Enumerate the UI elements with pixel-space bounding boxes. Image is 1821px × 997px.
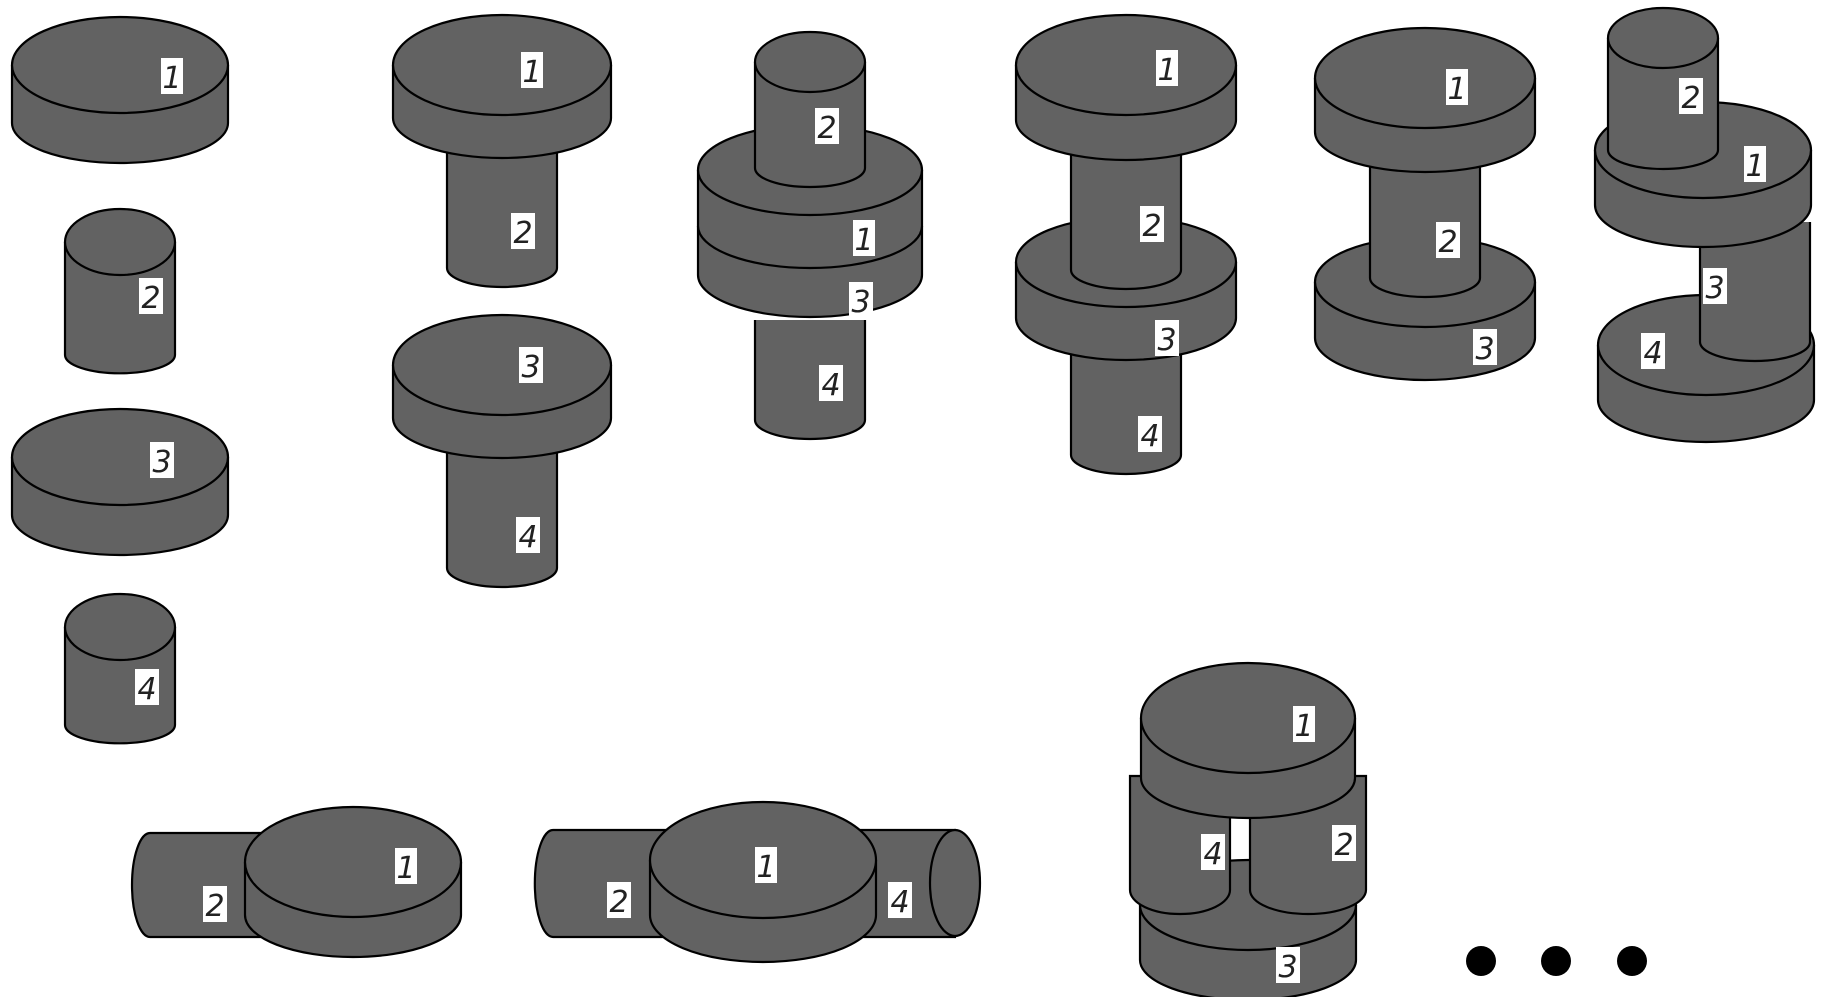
- ellipsis-dot-3: [1617, 946, 1647, 976]
- tag-col6-3: 3: [1703, 268, 1727, 306]
- part-label: 1: [854, 223, 873, 258]
- tag-col3-3: 3: [849, 282, 873, 320]
- tag-col4-2: 2: [1140, 206, 1164, 244]
- part-label: 4: [1140, 419, 1159, 454]
- separate-part-1: [12, 17, 228, 163]
- part-label: 1: [396, 851, 415, 886]
- tag-horiz2-2: 2: [607, 882, 631, 920]
- tag-horiz1-2: 2: [203, 886, 227, 924]
- ellipsis-dots: [1466, 946, 1647, 976]
- assembly-stack-1-2-3-4: [1016, 15, 1236, 474]
- tag-horiz1-1: 1: [395, 848, 417, 886]
- part-label: 2: [141, 281, 160, 316]
- tag-cluster-2: 2: [1332, 825, 1356, 863]
- part-label: 4: [890, 885, 909, 920]
- part-label: 4: [1643, 336, 1662, 371]
- tag-col6-1: 1: [1744, 146, 1766, 184]
- tag-col5-1: 1: [1446, 69, 1468, 107]
- tag-col1-1: 1: [161, 58, 183, 96]
- tag-col3-2: 2: [815, 108, 839, 146]
- part-label: 2: [609, 885, 628, 920]
- tag-cluster-3: 3: [1276, 947, 1300, 985]
- tag-col4-3: 3: [1155, 320, 1179, 358]
- assembly-spool-1-2-3: [1315, 28, 1535, 380]
- part-label: 2: [1681, 81, 1700, 116]
- part-label: 2: [1438, 225, 1457, 260]
- part-label: 2: [1334, 828, 1353, 863]
- separate-part-4: [65, 594, 175, 743]
- tag-col5-3: 3: [1473, 329, 1497, 367]
- tag-col2-4: 4: [516, 517, 540, 555]
- tag-col2-2: 2: [511, 213, 535, 251]
- part-label: 3: [521, 350, 540, 385]
- tag-horiz2-1: 1: [755, 847, 777, 885]
- tag-col6-4: 4: [1641, 333, 1665, 371]
- tag-col5-2: 2: [1436, 222, 1460, 260]
- ellipsis-dot-1: [1466, 946, 1496, 976]
- part-label: 1: [1157, 53, 1176, 88]
- tag-col6-2: 2: [1679, 78, 1703, 116]
- tag-col4-4: 4: [1138, 416, 1162, 454]
- part-label: 3: [1157, 323, 1176, 358]
- tag-col4-1: 1: [1156, 50, 1178, 88]
- tag-horiz2-4: 4: [888, 882, 912, 920]
- assembly-stack-2-1-3-4: [698, 32, 922, 439]
- part-label: 3: [851, 285, 870, 320]
- assembly-offset-2-1-3-4: [1595, 8, 1814, 442]
- part-label: 3: [152, 445, 171, 480]
- tag-cluster-4: 4: [1201, 834, 1225, 872]
- part-label: 2: [1142, 209, 1161, 244]
- part-label: 2: [205, 889, 224, 924]
- tag-col1-3: 3: [150, 442, 174, 480]
- tag-col1-2: 2: [139, 278, 163, 316]
- tag-col3-1: 1: [853, 220, 875, 258]
- part-label: 1: [1745, 149, 1764, 184]
- part-label: 1: [756, 850, 775, 885]
- part-label: 3: [1475, 332, 1494, 367]
- tag-cluster-1: 1: [1293, 706, 1315, 744]
- part-label: 1: [522, 55, 541, 90]
- tag-col2-3: 3: [519, 347, 543, 385]
- part-label: 1: [1294, 709, 1313, 744]
- part-label: 4: [821, 368, 840, 403]
- part-label: 3: [1278, 950, 1297, 985]
- part-label: 3: [1705, 271, 1724, 306]
- tag-col2-1: 1: [521, 52, 543, 90]
- separate-part-3: [12, 409, 228, 555]
- part-label: 4: [137, 672, 156, 707]
- part-label: 2: [817, 111, 836, 146]
- ellipsis-dot-2: [1541, 946, 1571, 976]
- assembly-pair-1-2: [393, 15, 611, 287]
- assembly-pair-3-4: [393, 315, 611, 587]
- part-label: 1: [162, 61, 181, 96]
- tag-col1-4: 4: [135, 669, 159, 707]
- part-label: 2: [513, 216, 532, 251]
- part-label: 4: [1203, 837, 1222, 872]
- tag-col3-4: 4: [819, 365, 843, 403]
- part-label: 1: [1447, 72, 1466, 107]
- assembly-cluster-1-4-2-3: [1130, 663, 1366, 997]
- part-label: 4: [518, 520, 537, 555]
